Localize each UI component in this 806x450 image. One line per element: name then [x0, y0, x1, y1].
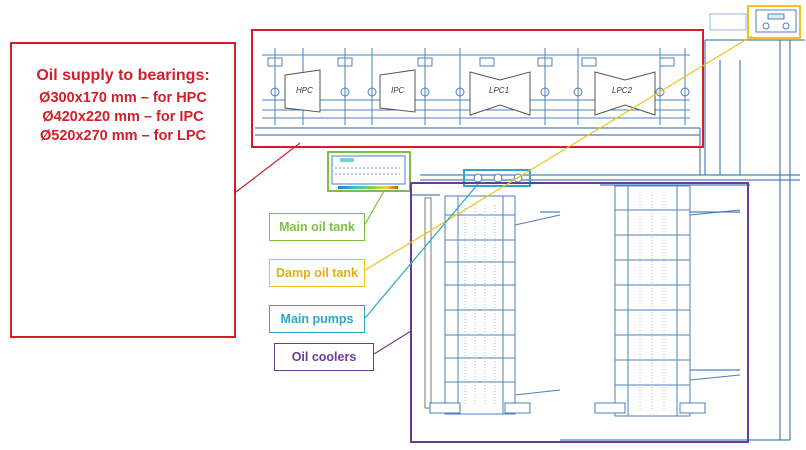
ipc-bearing-size: Ø420x220 mm – for IPC	[42, 109, 204, 125]
main-pumps-frame	[463, 169, 531, 187]
callout-title: Oil supply to bearings:	[36, 67, 210, 84]
oil-cooler-right	[594, 185, 741, 417]
damp-oil-tank-label: Damp oil tank	[269, 259, 365, 287]
main-oil-tank-frame	[327, 151, 411, 192]
main-oil-tank-drawing	[331, 155, 406, 189]
main-oil-tank-leader-line	[363, 190, 385, 227]
damp-oil-tank-leader-line	[361, 35, 753, 273]
title-block	[709, 13, 747, 31]
bearings-frame	[251, 29, 704, 148]
lpc-bearing-size: Ø520x270 mm – for LPC	[39, 128, 207, 144]
oil-coolers-frame	[410, 182, 749, 443]
main-pumps-drawing	[473, 173, 523, 183]
compressor-labels: HPC IPC LPC1 LPC2	[296, 86, 633, 95]
ipc-label: IPC	[391, 86, 405, 95]
damp-oil-tank-drawing	[755, 9, 797, 33]
hpc-label: HPC	[296, 86, 313, 95]
damp-oil-tank-frame	[747, 5, 801, 39]
lpc2-label: LPC2	[612, 86, 633, 95]
oil-coolers-label: Oil coolers	[274, 343, 374, 371]
hpc-bearing-size: Ø300x170 mm – for HPC	[39, 90, 207, 106]
main-pumps-label: Main pumps	[269, 305, 365, 333]
bearings-leader-line	[235, 142, 301, 193]
oil-cooler-left	[424, 195, 561, 415]
bearings-callout: Oil supply to bearings: Ø300x170 mm – fo…	[10, 42, 236, 338]
compressor-shapes	[284, 69, 656, 116]
oil-coolers-leader-line	[373, 330, 412, 355]
lpc1-label: LPC1	[489, 86, 509, 95]
pipe-network	[255, 39, 805, 441]
main-oil-tank-label: Main oil tank	[269, 213, 365, 241]
main-pumps-leader-line	[364, 183, 479, 319]
